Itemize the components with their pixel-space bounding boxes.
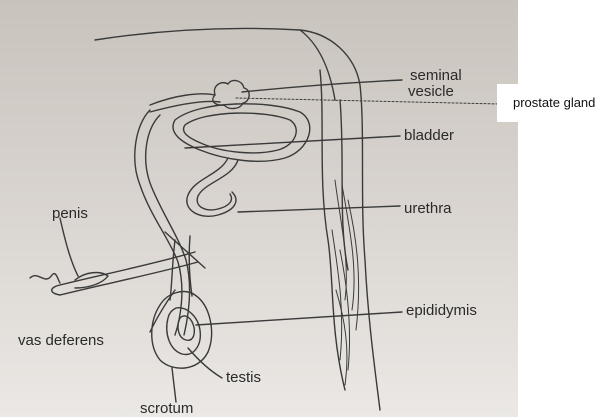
vas-deferens-tube (135, 110, 182, 335)
label-penis: penis (52, 206, 88, 221)
label-vesicle: vesicle (408, 84, 454, 99)
label-prostate-gland: prostate gland (513, 95, 595, 110)
label-scrotum: scrotum (140, 401, 193, 416)
label-testis: testis (226, 370, 261, 385)
leader-scrotum (172, 368, 176, 402)
leader-penis (60, 218, 78, 276)
testis (167, 308, 201, 355)
label-bladder: bladder (404, 128, 454, 143)
leader-epididymis (196, 312, 402, 325)
leader-urethra (238, 206, 400, 212)
prostate-gland-label-box: prostate gland (497, 84, 613, 122)
label-vas-deferens: vas deferens (18, 333, 104, 348)
urethra (187, 158, 236, 216)
label-urethra: urethra (404, 201, 452, 216)
prostate-level-line (236, 98, 500, 104)
label-epididymis: epididymis (406, 303, 477, 318)
leader-bladder (185, 136, 400, 148)
label-seminal: seminal (410, 68, 462, 83)
